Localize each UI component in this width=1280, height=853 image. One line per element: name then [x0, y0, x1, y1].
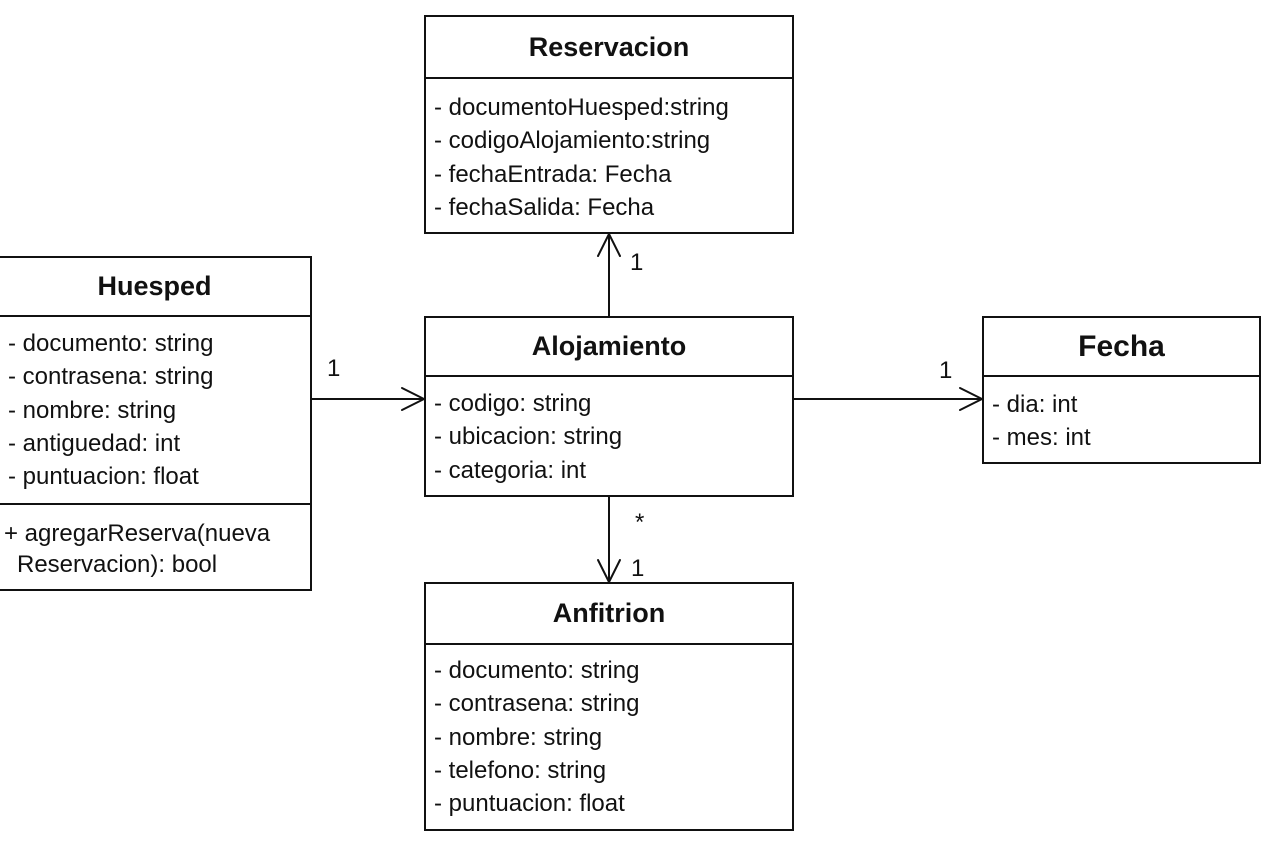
class-name: Huesped — [0, 258, 310, 317]
method: Reservacion): bool — [17, 551, 218, 578]
class-name: Fecha — [984, 318, 1259, 377]
class-name: Anfitrion — [426, 584, 792, 645]
attribute: - dia: int — [992, 391, 1078, 418]
multiplicity-alojamiento-fecha: 1 — [939, 357, 953, 384]
class-huesped[interactable]: Huesped - documento: string - contrasena… — [0, 256, 312, 591]
arrowhead-reservacion — [597, 233, 621, 257]
class-name: Alojamiento — [426, 318, 792, 377]
attribute: - mes: int — [992, 424, 1091, 452]
multiplicity-alojamiento-many: * — [635, 509, 645, 536]
attribute-list: - documento: string - contrasena: string… — [0, 317, 310, 503]
attribute: - puntuacion: float — [8, 463, 199, 491]
multiplicity-huesped-alojamiento: 1 — [327, 355, 341, 382]
attribute: - contrasena: string — [434, 690, 640, 718]
method: + agregarReserva(nueva — [4, 520, 271, 547]
multiplicity-alojamiento-reservacion: 1 — [630, 249, 644, 276]
attribute: - codigo: string — [434, 390, 592, 417]
class-name: Reservacion — [426, 17, 792, 79]
class-alojamiento[interactable]: Alojamiento - codigo: string - ubicacion… — [424, 316, 794, 497]
attribute: - categoria: int — [434, 456, 587, 484]
attribute: - antiguedad: int — [8, 429, 181, 457]
attribute: - fechaSalida: Fecha — [434, 193, 655, 221]
method-list: + agregarReserva(nueva Reservacion): boo… — [0, 503, 310, 580]
attribute: - fechaEntrada: Fecha — [434, 160, 672, 188]
attribute: - puntuacion: float — [434, 790, 625, 818]
attribute-list: - dia: int - mes: int — [984, 377, 1259, 455]
attribute: - ubicacion: string — [434, 423, 623, 451]
class-fecha[interactable]: Fecha - dia: int - mes: int — [982, 316, 1261, 464]
attribute: - nombre: string — [434, 723, 603, 751]
attribute: - nombre: string — [8, 396, 177, 424]
multiplicity-alojamiento-anfitrion: 1 — [631, 555, 645, 582]
attribute: - documento: string — [8, 330, 214, 357]
class-anfitrion[interactable]: Anfitrion - documento: string - contrase… — [424, 582, 794, 831]
class-reservacion[interactable]: Reservacion - documentoHuesped:string - … — [424, 15, 794, 234]
attribute-list: - documento: string - contrasena: string… — [426, 645, 792, 820]
attribute: - codigoAlojamiento:string — [434, 127, 711, 155]
attribute-list: - codigo: string - ubicacion: string - c… — [426, 377, 792, 487]
attribute: - documentoHuesped:string — [434, 94, 729, 121]
attribute: - telefono: string — [434, 756, 607, 784]
attribute-list: - documentoHuesped:string - codigoAlojam… — [426, 79, 792, 224]
attribute: - documento: string — [434, 657, 640, 684]
attribute: - contrasena: string — [8, 363, 214, 391]
